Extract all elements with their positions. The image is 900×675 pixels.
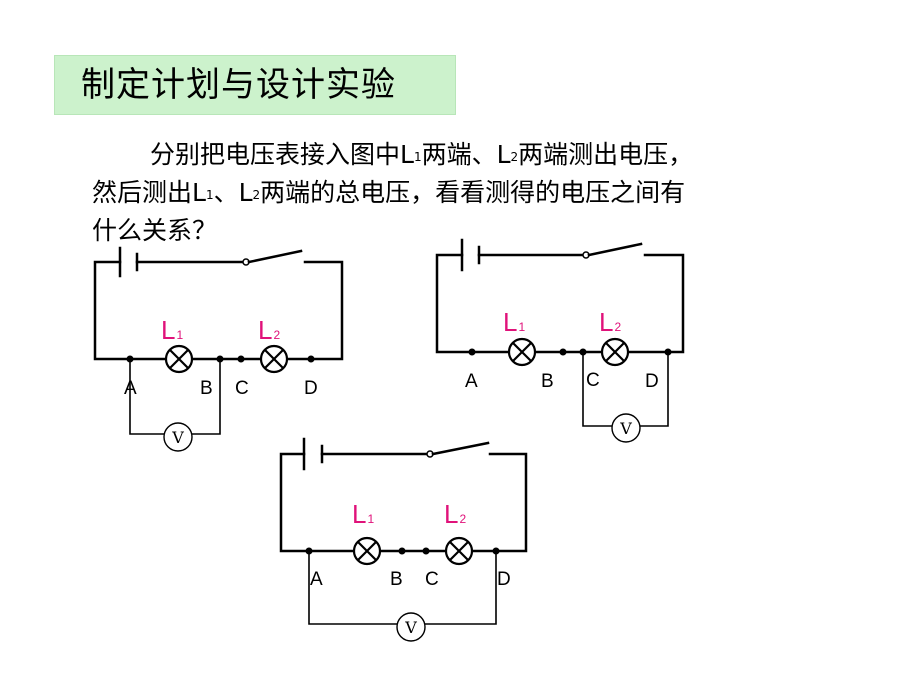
lamp-L1 [507,337,537,367]
subscript: 2 [510,150,519,164]
lamp-subscript: 2 [273,328,280,342]
voltmeter-symbol: V [404,618,417,637]
point-A: A [124,378,137,399]
point-C: C [586,370,600,391]
battery [460,238,481,272]
point-D: D [304,378,318,399]
lamp-subscript: 1 [176,328,183,342]
circuit-wiring [93,260,344,361]
lamp-letter: L [503,307,517,337]
text: 分别把电压表接入图中L [150,140,414,169]
text: 两端的总电压，看看测得的电压之间有 [260,178,686,207]
lamp-letter: L [161,315,175,345]
lamp-subscript: 1 [367,512,374,526]
node-B [398,547,406,555]
circuit-3: V L1 L2 A B C D [279,437,528,642]
node-B [559,348,567,356]
switch [242,249,303,266]
point-C: C [425,569,439,590]
switch [426,441,490,458]
circuit-wiring [435,253,685,354]
voltmeter: V [163,422,193,452]
lamp-L2 [600,337,630,367]
point-D: D [497,569,511,590]
voltmeter: V [611,413,641,443]
voltmeter-wiring [129,359,221,435]
label-L1: L1 [503,307,525,337]
paragraph-line-3: 什么关系？ [92,216,218,245]
paragraph-line-2: 然后测出L1、L2两端的总电压，看看测得的电压之间有 [92,175,812,213]
circuit-2: V L1 L2 A B C D [435,238,685,443]
title-box: 制定计划与设计实验 [54,55,456,115]
node-D [307,355,315,363]
point-B: B [200,378,213,399]
point-B: B [541,371,554,392]
text: 、L [213,178,253,207]
lamp-subscript: 1 [518,320,525,334]
paragraph-line-1: 分别把电压表接入图中L1两端、L2两端测出电压， [92,137,812,175]
voltmeter-symbol: V [171,428,184,447]
lamp-letter: L [352,499,366,529]
text: 然后测出L [92,178,206,207]
point-D: D [645,371,659,392]
lamp-L1 [164,344,194,374]
text: 两端、L [421,140,511,169]
point-A: A [310,569,323,590]
voltmeter: V [396,612,426,642]
label-L2: L2 [258,315,280,345]
label-L1: L1 [352,499,374,529]
node-C [237,355,245,363]
battery [118,246,139,278]
circuit-wiring [279,452,528,553]
lamp-L2 [259,344,289,374]
subscript: 2 [252,188,261,202]
lamp-L2 [444,536,474,566]
switch [582,242,643,259]
subscript: 1 [205,188,214,202]
label-L1: L1 [161,315,183,345]
voltmeter-wiring [308,551,497,625]
lamp-letter: L [599,307,613,337]
node-C [422,547,430,555]
lamp-letter: L [258,315,272,345]
voltmeter-wiring [582,352,669,427]
lamp-subscript: 2 [614,320,621,334]
instruction-paragraph: 分别把电压表接入图中L1两端、L2两端测出电压， 然后测出L1、L2两端的总电压… [92,137,812,249]
label-L2: L2 [599,307,621,337]
battery [302,437,324,471]
node-A [468,348,476,356]
point-A: A [465,371,478,392]
circuit-1: V L1 L2 A B C D [93,246,344,452]
voltmeter-symbol: V [619,419,632,438]
label-L2: L2 [444,499,466,529]
lamp-L1 [352,536,382,566]
slide-title: 制定计划与设计实验 [81,65,396,105]
lamp-letter: L [444,499,458,529]
text: 两端测出电压， [518,140,694,169]
point-C: C [235,378,249,399]
subscript: 1 [413,150,422,164]
lamp-subscript: 2 [459,512,466,526]
point-B: B [390,569,403,590]
